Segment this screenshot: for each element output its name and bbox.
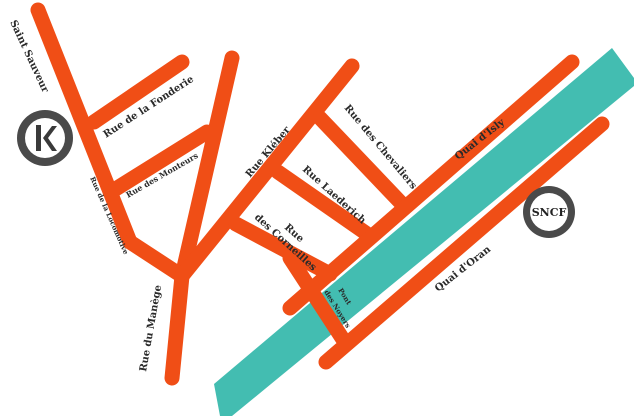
- road-kleber: [174, 58, 360, 284]
- road-quai-isly: [282, 54, 580, 316]
- street-labels: Saint Sauveur Rue de la Fonderie Rue des…: [7, 19, 508, 373]
- road-saint-sauveur: [30, 2, 138, 250]
- road-north-branch: [174, 50, 240, 284]
- road-pont-des-noyers: [282, 250, 354, 352]
- k-logo-marker: [17, 110, 73, 166]
- road-locomotive: [122, 234, 190, 284]
- label-rue-du-manege: Rue du Manège: [138, 284, 164, 372]
- roads: [30, 2, 610, 386]
- k-logo-icon: [36, 125, 57, 151]
- road-monteurs: [106, 124, 215, 198]
- river: [214, 48, 634, 416]
- road-manege: [164, 268, 190, 386]
- sncf-label: SNCF: [532, 206, 567, 219]
- road-fonderie: [86, 54, 190, 130]
- sncf-marker: SNCF: [523, 186, 575, 238]
- road-cross-1: [228, 216, 338, 282]
- road-cross-2: [270, 164, 378, 244]
- road-quai-oran: [318, 116, 610, 370]
- road-cross-3: [312, 110, 410, 212]
